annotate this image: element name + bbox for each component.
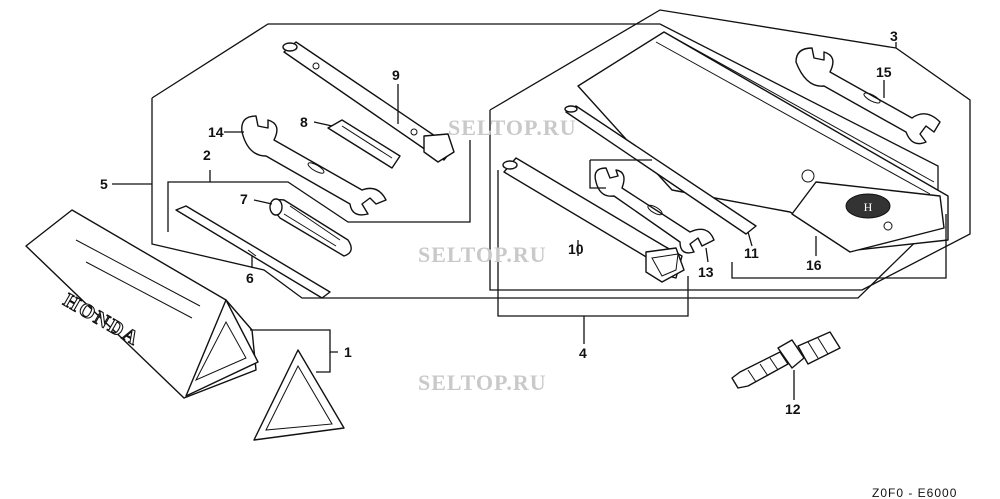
group-outline-3: [489, 9, 971, 291]
callout-5: 5: [100, 176, 108, 192]
bracket-2-link: [210, 140, 471, 223]
callout-10: 10: [568, 241, 584, 257]
callout-12: 12: [785, 401, 801, 417]
box-socket-wrench-9: [282, 41, 455, 163]
watermark-2: SELTOP.RU: [418, 242, 547, 267]
callout-2: 2: [203, 147, 211, 163]
callout-3: 3: [890, 28, 898, 44]
group-outline-4: [497, 170, 689, 317]
callout-13: 13: [698, 264, 714, 280]
watermark-1: SELTOP.RU: [448, 115, 577, 140]
group-outline-2: [167, 170, 211, 232]
callout-4: 4: [579, 345, 587, 361]
screwdriver-blade-6: [175, 205, 331, 299]
callout-6: 6: [246, 270, 254, 286]
open-end-wrench-14: [241, 115, 387, 216]
watermark-3: SELTOP.RU: [418, 370, 547, 395]
diagram-code: Z0F0 - E6000: [872, 486, 957, 499]
callout-11: 11: [744, 245, 759, 261]
callout-16: 16: [806, 257, 822, 273]
callout-7: 7: [240, 191, 248, 207]
open-end-wrench-15: [795, 47, 941, 145]
open-end-wrench-13: [594, 167, 715, 254]
callout-1: 1: [344, 344, 352, 360]
callout-9: 9: [392, 67, 400, 83]
callout-8: 8: [300, 114, 308, 130]
svg-text:H: H: [864, 200, 873, 214]
callout-15: 15: [876, 64, 892, 80]
leader-lines: [112, 42, 947, 400]
socket-bar-part: [564, 105, 757, 235]
group-outline-5: [151, 23, 939, 299]
gap-tool-8: [327, 119, 401, 169]
tool-case-cover-part: [253, 349, 345, 441]
callout-14: 14: [208, 124, 224, 140]
screwdriver-grip-7: [269, 198, 352, 257]
spark-plug-part: [731, 331, 841, 389]
box-socket-wrench-10: [502, 157, 685, 283]
tool-bag-part: H: [577, 31, 949, 253]
brand-badge: [845, 193, 891, 219]
